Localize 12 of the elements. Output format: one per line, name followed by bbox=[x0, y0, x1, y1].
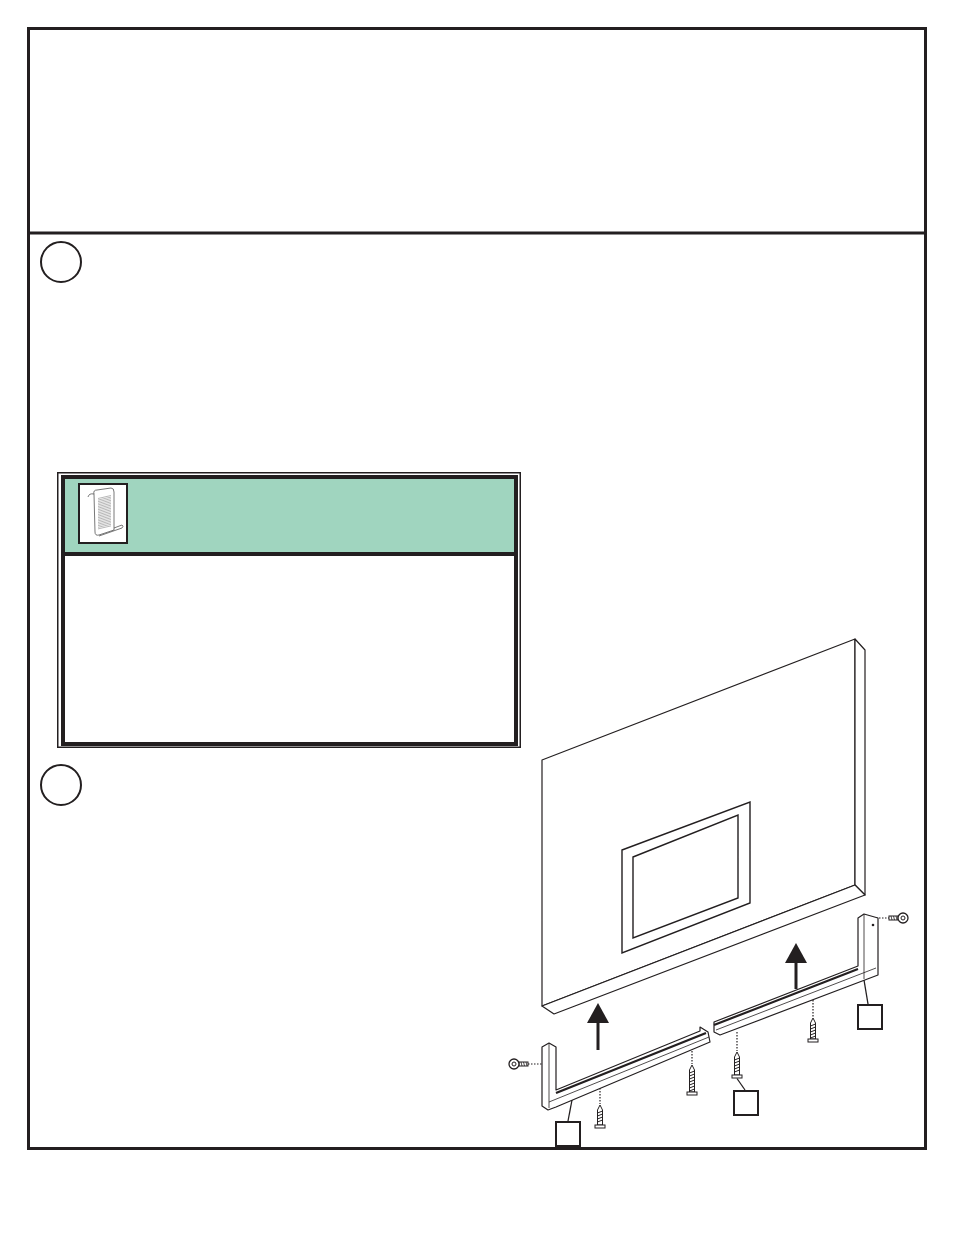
leader-line bbox=[736, 1077, 746, 1091]
callout-box bbox=[733, 1090, 759, 1116]
mounting-bracket bbox=[541, 1026, 712, 1112]
note-panel bbox=[57, 472, 521, 748]
leader-line bbox=[567, 1099, 573, 1122]
step-number-circle bbox=[40, 764, 82, 806]
callout-box bbox=[857, 1004, 883, 1030]
note-header-band bbox=[65, 479, 514, 556]
leader-line bbox=[863, 979, 869, 1005]
callout-box bbox=[555, 1121, 581, 1147]
wood-screw bbox=[731, 1031, 743, 1079]
step-number-circle bbox=[40, 241, 82, 283]
